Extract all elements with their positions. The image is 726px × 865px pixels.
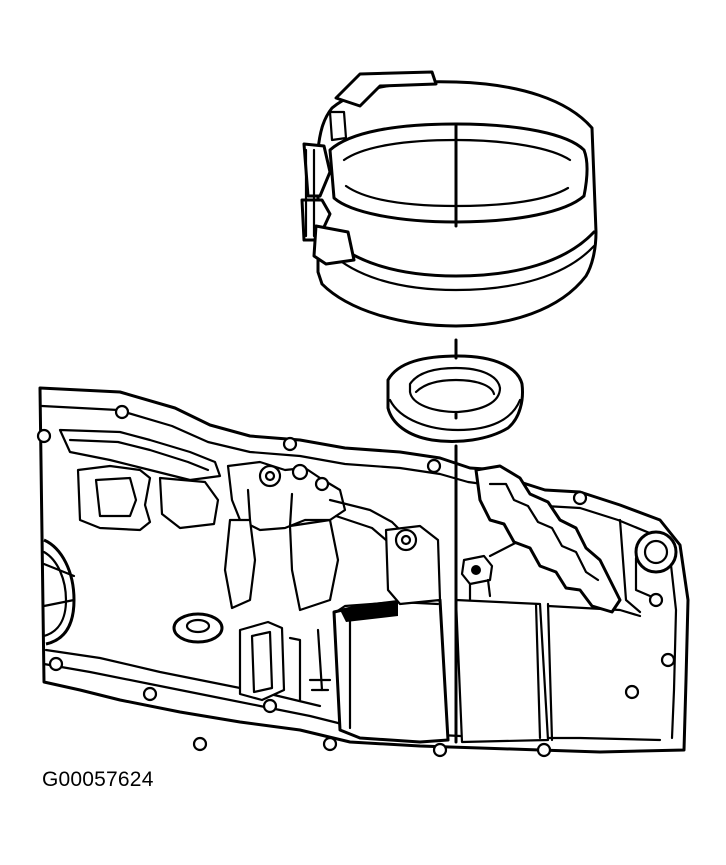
- case-floor-washer: [172, 612, 224, 644]
- flange-bolt-holes: [36, 404, 676, 758]
- valve-body-channels: [58, 428, 407, 612]
- serrated-gear-segment: [474, 464, 622, 614]
- brake-band: [300, 70, 598, 328]
- figure-reference-code: G00057624: [42, 768, 154, 791]
- right-dowel-boss: [618, 518, 678, 614]
- thrust-washer: [386, 354, 524, 443]
- bracket-block: [238, 620, 332, 702]
- left-drum-edge: [42, 538, 76, 646]
- transmission-case-housing: [36, 386, 690, 758]
- central-cavity: [332, 598, 642, 744]
